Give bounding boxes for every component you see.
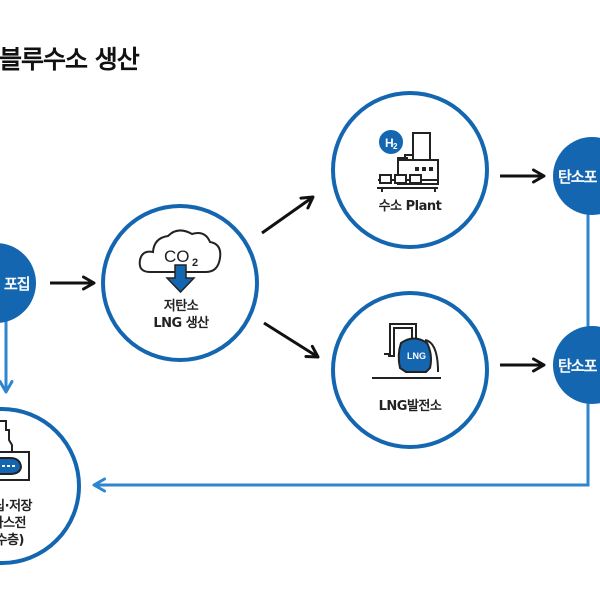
storage-line1: 립·저장 xyxy=(0,499,33,514)
title-text: 블루수소 생산 xyxy=(0,45,140,74)
capture-left-label: 포집 xyxy=(4,275,31,293)
co2-cloud-down-icon: CO 2 xyxy=(138,229,222,294)
lng-badge-text: LNG xyxy=(407,351,426,361)
arrow-lng-to-plant xyxy=(261,195,315,235)
arrow-lng-to-power xyxy=(263,321,320,359)
node-capture-top-right xyxy=(553,137,600,215)
hydrogen-plant-label: 수소 Plant xyxy=(378,199,442,214)
capture-top-right-label: 탄소포 xyxy=(558,168,597,186)
storage-reservoir-icon xyxy=(0,420,30,481)
node-storage xyxy=(0,407,81,565)
hydrogen-plant-icon xyxy=(377,130,439,192)
storage-label: 립·저장 가스전 수층) xyxy=(0,498,33,549)
h2-badge-text: H xyxy=(385,136,394,150)
node-capture-left xyxy=(0,243,36,323)
node-capture-bottom-right xyxy=(553,326,600,404)
co2-subscript: 2 xyxy=(192,257,198,269)
lng-tank-icon xyxy=(372,323,441,379)
low-carbon-lng-line1: 저탄소 xyxy=(163,299,199,314)
storage-line3: 수층) xyxy=(0,533,25,548)
page-title: 블루수소 생산 xyxy=(0,40,140,76)
connector-right-return xyxy=(92,214,590,493)
storage-line2: 가스전 xyxy=(0,516,27,531)
low-carbon-lng-line2: LNG 생산 xyxy=(153,316,209,331)
low-carbon-lng-label: 저탄소 LNG 생산 xyxy=(153,298,209,332)
lng-power-label: LNG발전소 xyxy=(378,399,442,414)
co2-text: CO xyxy=(164,247,190,266)
capture-bottom-right-label: 탄소포 xyxy=(558,357,597,375)
h2-badge-subscript: 2 xyxy=(393,142,398,151)
